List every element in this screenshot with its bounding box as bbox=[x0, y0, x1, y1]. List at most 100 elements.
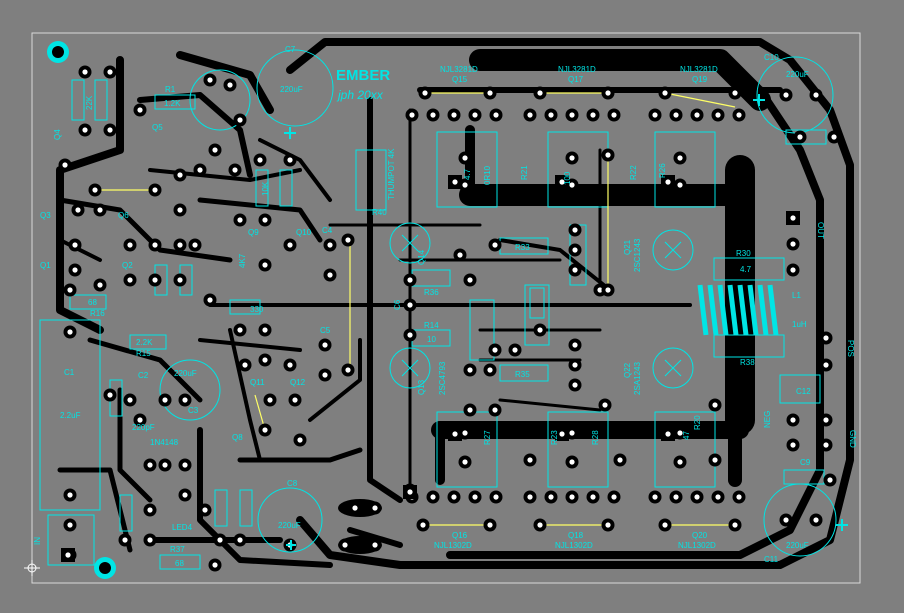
pad-hole bbox=[127, 242, 133, 248]
pad-hole bbox=[137, 107, 143, 113]
pad-hole bbox=[162, 397, 168, 403]
pad-hole bbox=[602, 402, 608, 408]
label-r40: R40 bbox=[372, 208, 387, 217]
pad-hole bbox=[287, 157, 293, 163]
label-c1: C1 bbox=[64, 368, 75, 377]
pad-hole bbox=[75, 207, 81, 213]
label-trimpot: THUMPOT 4K bbox=[387, 148, 396, 200]
label-q22-part: 2SA1243 bbox=[633, 362, 642, 395]
pad-hole bbox=[177, 277, 183, 283]
pad-hole bbox=[823, 417, 829, 423]
pad-hole bbox=[492, 347, 498, 353]
pad-hole bbox=[783, 92, 789, 98]
pad-hole bbox=[152, 277, 158, 283]
pad-hole bbox=[572, 247, 578, 253]
pad-hole bbox=[182, 397, 188, 403]
pad-hole bbox=[207, 77, 213, 83]
pad-hole bbox=[827, 477, 833, 483]
label-r21: R21 bbox=[520, 165, 529, 180]
label-q22: Q22 bbox=[623, 362, 632, 378]
pad-hole bbox=[292, 397, 298, 403]
label-c10: C10 bbox=[764, 53, 779, 62]
pad-hole bbox=[152, 187, 158, 193]
pad-hole bbox=[202, 507, 208, 513]
inductor-l1 bbox=[697, 284, 779, 336]
pad-hole bbox=[207, 297, 213, 303]
pad-hole bbox=[487, 522, 493, 528]
pad-hole bbox=[327, 272, 333, 278]
pad-hole bbox=[472, 494, 478, 500]
pad-hole bbox=[605, 152, 611, 158]
label-c11: C11 bbox=[764, 555, 779, 564]
label-q19: Q19 bbox=[692, 75, 708, 84]
pad-hole bbox=[537, 90, 543, 96]
pad-hole bbox=[345, 237, 351, 243]
pad-hole bbox=[736, 494, 742, 500]
label-pos: POS bbox=[846, 340, 855, 357]
pad-hole bbox=[790, 267, 796, 273]
label-r-ohm: 0R10 bbox=[483, 165, 492, 185]
label-c3: C3 bbox=[188, 406, 199, 415]
label-r14-value: 10 bbox=[427, 335, 436, 344]
pad-hole bbox=[182, 492, 188, 498]
label-val-22k: 22K bbox=[85, 95, 94, 110]
pad-hole bbox=[262, 327, 268, 333]
pad-hole bbox=[430, 494, 436, 500]
pad-hole bbox=[97, 207, 103, 213]
pad-hole bbox=[467, 277, 473, 283]
pad-hole bbox=[82, 127, 88, 133]
pad-hole bbox=[67, 287, 73, 293]
pad-hole bbox=[372, 542, 378, 548]
label-r1: R1 bbox=[165, 85, 176, 94]
label-c6: C6 bbox=[393, 299, 402, 310]
label-c7: C7 bbox=[285, 45, 296, 54]
label-r30-value: 4.7 bbox=[740, 265, 752, 274]
label-q5: Q5 bbox=[152, 123, 163, 132]
label-q11: Q11 bbox=[250, 378, 265, 387]
pad-hole bbox=[177, 242, 183, 248]
pad-hole bbox=[559, 431, 565, 437]
label-c2-value: 220pF bbox=[132, 423, 155, 432]
pad-hole bbox=[790, 241, 796, 247]
pad-hole bbox=[182, 462, 188, 468]
pad-hole bbox=[67, 522, 73, 528]
pad-hole bbox=[572, 362, 578, 368]
label-out: OUT bbox=[816, 222, 825, 239]
pad-hole bbox=[813, 517, 819, 523]
pad-layer bbox=[58, 65, 841, 572]
pad-hole bbox=[694, 112, 700, 118]
label-r27: R27 bbox=[483, 430, 492, 445]
pad-hole bbox=[732, 522, 738, 528]
mounting-hole-top-left bbox=[47, 41, 69, 63]
pad-hole bbox=[107, 127, 113, 133]
pad-hole bbox=[590, 494, 596, 500]
pad-hole bbox=[493, 112, 499, 118]
pad-hole bbox=[569, 182, 575, 188]
label-r38: R38 bbox=[740, 358, 755, 367]
label-q2: Q2 bbox=[122, 261, 133, 270]
pad-hole bbox=[322, 372, 328, 378]
label-r20: R20 bbox=[693, 415, 702, 430]
label-r1-value: 1.2K bbox=[164, 99, 181, 108]
pad-hole bbox=[407, 489, 413, 495]
pad-hole bbox=[605, 90, 611, 96]
label-neg: NEG bbox=[763, 411, 772, 428]
label-q10: Q10 bbox=[296, 228, 312, 237]
pad-hole bbox=[732, 90, 738, 96]
board-outline bbox=[31, 32, 861, 584]
label-c4: C4 bbox=[322, 226, 333, 235]
label-q20-part: NJL1302D bbox=[678, 541, 716, 550]
pad-hole bbox=[736, 112, 742, 118]
board-subtitle: jph 20xx bbox=[336, 88, 384, 102]
pad-hole bbox=[267, 397, 273, 403]
plus-sign-icon bbox=[284, 94, 848, 550]
pad-hole bbox=[617, 457, 623, 463]
pad-hole bbox=[694, 494, 700, 500]
pad-hole bbox=[467, 367, 473, 373]
pad-hole bbox=[790, 215, 796, 221]
pad-hole bbox=[212, 147, 218, 153]
pad-hole bbox=[569, 112, 575, 118]
pad-hole bbox=[262, 217, 268, 223]
label-q17-part: NJL3281D bbox=[558, 65, 596, 74]
